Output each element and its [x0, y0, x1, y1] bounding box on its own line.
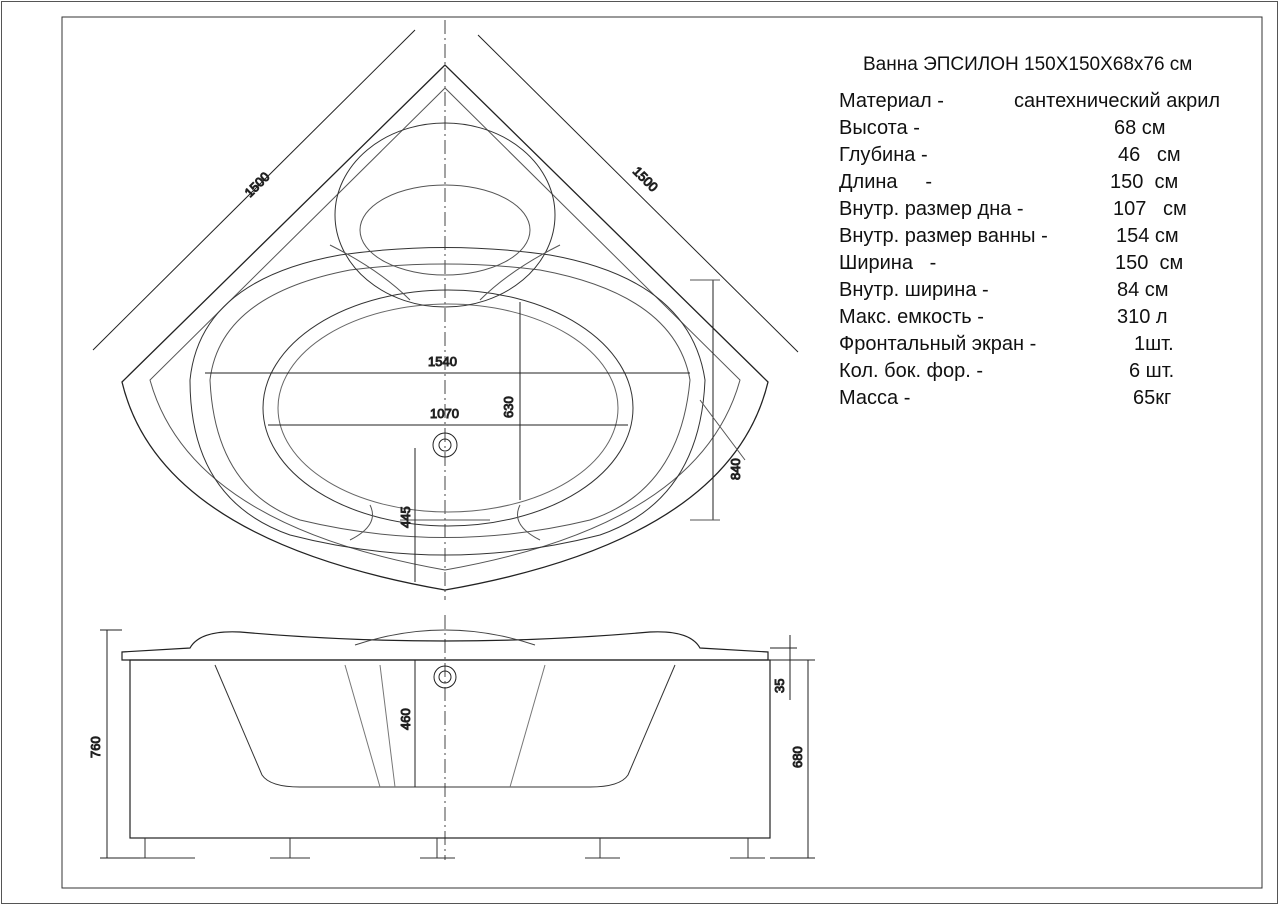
- dim-depth: 460: [398, 708, 413, 730]
- overflow-icon: [433, 665, 457, 689]
- spec-value: 1шт.: [1134, 333, 1174, 355]
- spec-value: 150 см: [1110, 171, 1179, 193]
- bath-bottom-oval: [262, 289, 634, 527]
- spec-value: 84 см: [1117, 279, 1169, 301]
- dim-inner-width: 630: [501, 396, 516, 418]
- spec-label: Высота -: [839, 117, 920, 139]
- dim-side-left: 1500: [242, 169, 273, 200]
- spec-label: Глубина -: [839, 144, 928, 166]
- spec-row: Материал - сантехнический акрил: [839, 90, 1259, 117]
- spec-label: Внутр. размер ванны -: [839, 225, 1048, 247]
- spec-row: Глубина - 46 см: [839, 144, 1259, 171]
- spec-value: 68 см: [1114, 117, 1166, 139]
- headrest: [334, 122, 556, 308]
- spec-label: Внутр. размер дна -: [839, 198, 1024, 220]
- dim-drain-offset: 445: [398, 506, 413, 528]
- spec-value: 150 см: [1115, 252, 1184, 274]
- spec-row: Масса - 65кг: [839, 387, 1259, 414]
- spec-value: 107 см: [1113, 198, 1187, 220]
- spec-table: Ванна ЭПСИЛОН 150X150X68x76 см Материал …: [839, 54, 1259, 414]
- spec-label: Кол. бок. фор. -: [839, 360, 984, 382]
- spec-label: Ширина -: [839, 252, 937, 274]
- spec-value: 310 л: [1117, 306, 1168, 328]
- spec-label: Внутр. ширина -: [839, 279, 989, 301]
- front-panel: [129, 659, 771, 839]
- dim-total-height: 760: [88, 736, 103, 758]
- spec-row: Кол. бок. фор. - 6 шт.: [839, 360, 1259, 387]
- spec-label: Длина -: [839, 171, 932, 193]
- dim-bottom-length: 1070: [430, 406, 459, 421]
- spec-row: Фронтальный экран - 1шт.: [839, 333, 1259, 360]
- spec-value: 65кг: [1133, 387, 1172, 409]
- spec-label: Фронтальный экран -: [839, 333, 1037, 355]
- spec-label: Материал -: [839, 90, 944, 112]
- spec-row: Ширина - 150 см: [839, 252, 1259, 279]
- dim-inner-length: 1540: [428, 354, 457, 369]
- bath-bowl: [214, 664, 676, 788]
- dim-rim-thickness: 35: [772, 679, 787, 693]
- spec-row: Макс. емкость - 310 л: [839, 306, 1259, 333]
- spec-row: Высота - 68 см: [839, 117, 1259, 144]
- dim-panel-height: 680: [790, 746, 805, 768]
- tub-outline: [121, 64, 769, 591]
- spec-value: 154 см: [1116, 225, 1179, 247]
- spec-row: Внутр. размер дна - 107 см: [839, 198, 1259, 225]
- spec-value: 46 см: [1118, 144, 1181, 166]
- spec-row: Длина - 150 см: [839, 171, 1259, 198]
- spec-value: 6 шт.: [1129, 360, 1175, 382]
- drawing-frame: [61, 16, 1263, 889]
- side-view: [100, 615, 815, 860]
- drain-icon: [432, 432, 458, 458]
- spec-label: Масса -: [839, 387, 911, 409]
- top-view: [92, 20, 799, 600]
- spec-value: сантехнический акрил: [1014, 90, 1221, 112]
- spec-row: Внутр. размер ванны - 154 см: [839, 225, 1259, 252]
- dim-840: 840: [728, 458, 743, 480]
- spec-label: Макс. емкость -: [839, 306, 984, 328]
- legs: [135, 838, 765, 859]
- spec-row: Внутр. ширина - 84 см: [839, 279, 1259, 306]
- product-title: Ванна ЭПСИЛОН 150X150X68x76 см: [863, 54, 1193, 75]
